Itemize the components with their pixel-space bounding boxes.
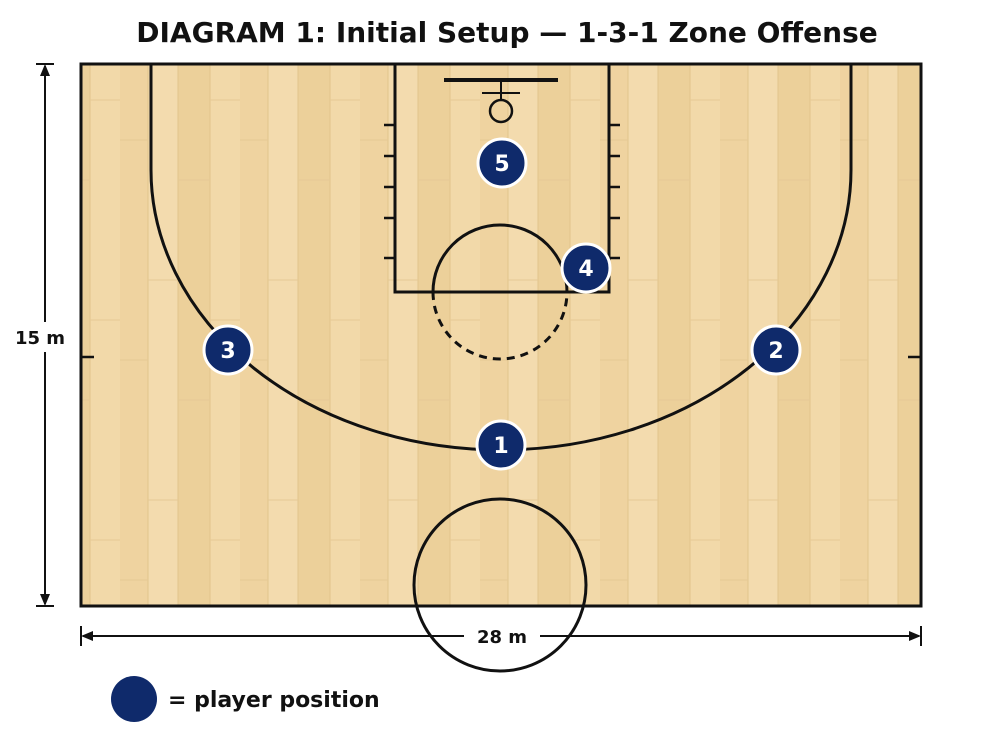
player-5-marker: 5 (476, 137, 528, 189)
legend-text: = player position (168, 688, 380, 713)
hoop-ring (488, 98, 514, 124)
player-1-marker: 1 (475, 419, 527, 471)
player-1-number: 1 (493, 434, 508, 459)
diagram-title: DIAGRAM 1: Initial Setup — 1-3-1 Zone Of… (136, 16, 877, 49)
legend: = player position (111, 676, 380, 722)
width-label: 28 m (477, 627, 527, 648)
width-dimension: 28 m (80, 626, 922, 648)
lane-hash-marks (384, 123, 620, 260)
player-2-number: 2 (768, 339, 783, 364)
free-throw-circle-top (431, 223, 569, 293)
player-2-marker: 2 (750, 324, 802, 376)
legend-player-swatch (111, 676, 157, 722)
player-4-marker: 4 (560, 242, 612, 294)
center-circle (412, 497, 588, 673)
player-3-number: 3 (220, 339, 235, 364)
player-5-number: 5 (494, 152, 509, 177)
height-label: 15 m (15, 328, 65, 349)
player-4-number: 4 (578, 257, 593, 282)
player-3-marker: 3 (202, 324, 254, 376)
free-throw-circle-bottom (431, 291, 569, 361)
height-dimension: 15 m (15, 63, 65, 607)
court-boundary (79, 62, 923, 608)
